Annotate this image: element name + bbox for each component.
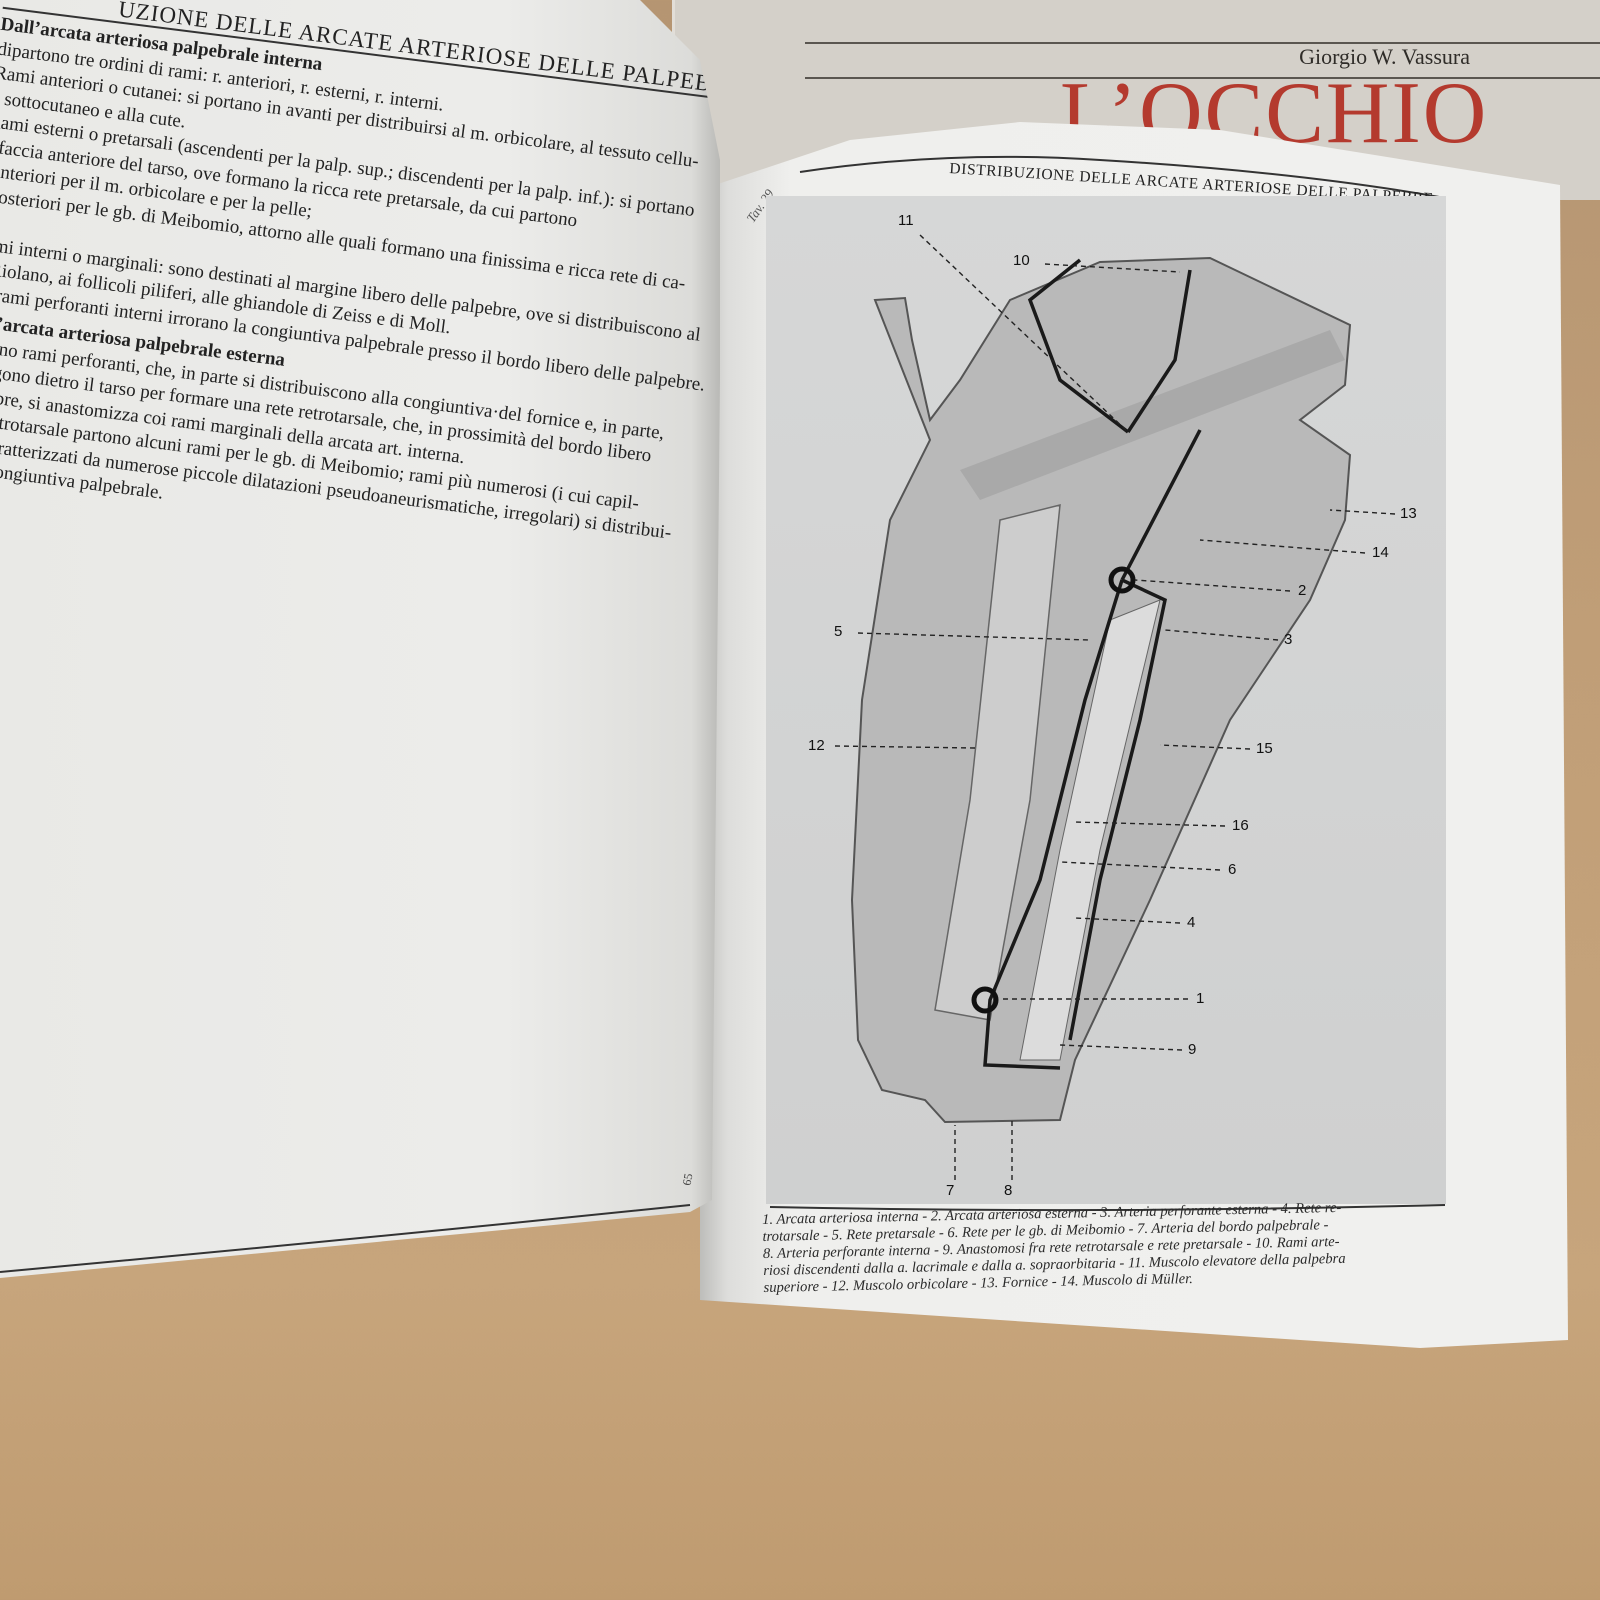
cover-rule-top [805, 42, 1600, 44]
figure-label: 7 [946, 1182, 955, 1199]
figure-label: 10 [1013, 252, 1030, 269]
figure-caption: 1. Arcata arteriosa interna - 2. Arcata … [762, 1198, 1454, 1297]
cover-rule-bottom [805, 77, 1600, 79]
figure-label: 8 [1004, 1182, 1013, 1199]
figure-label: 16 [1232, 817, 1249, 834]
right-header-rule [799, 155, 1446, 199]
figure-label: 9 [1188, 1041, 1197, 1058]
figure-label: 15 [1256, 740, 1273, 757]
arcade-interna-marker [971, 986, 999, 1014]
figure-label: 1 [1196, 990, 1205, 1007]
cover-author: Giorgio W. Vassura [1299, 44, 1470, 69]
figure-label: 12 [808, 737, 825, 754]
figure-label: 13 [1400, 505, 1417, 522]
leader-lines [834, 234, 1396, 1180]
left-page: UZIONE DELLE ARCATE ARTERIOSE DELLE PALP… [0, 0, 722, 1278]
arcade-externa-marker [1108, 566, 1136, 594]
left-footer-rule [0, 1204, 691, 1273]
arteries [983, 258, 1202, 1070]
figure-label: 4 [1187, 914, 1196, 931]
figure-label: 5 [834, 623, 843, 640]
meibomian-gland [1019, 599, 1161, 1061]
figure-label: 14 [1372, 544, 1389, 561]
figure-label: 6 [1228, 861, 1237, 878]
plate-bottom-rule [769, 1204, 1446, 1212]
figure-label: 2 [1298, 582, 1307, 599]
figure-label: 11 [898, 212, 914, 229]
figure-label: 3 [1284, 631, 1293, 648]
muscle-band [960, 330, 1345, 500]
